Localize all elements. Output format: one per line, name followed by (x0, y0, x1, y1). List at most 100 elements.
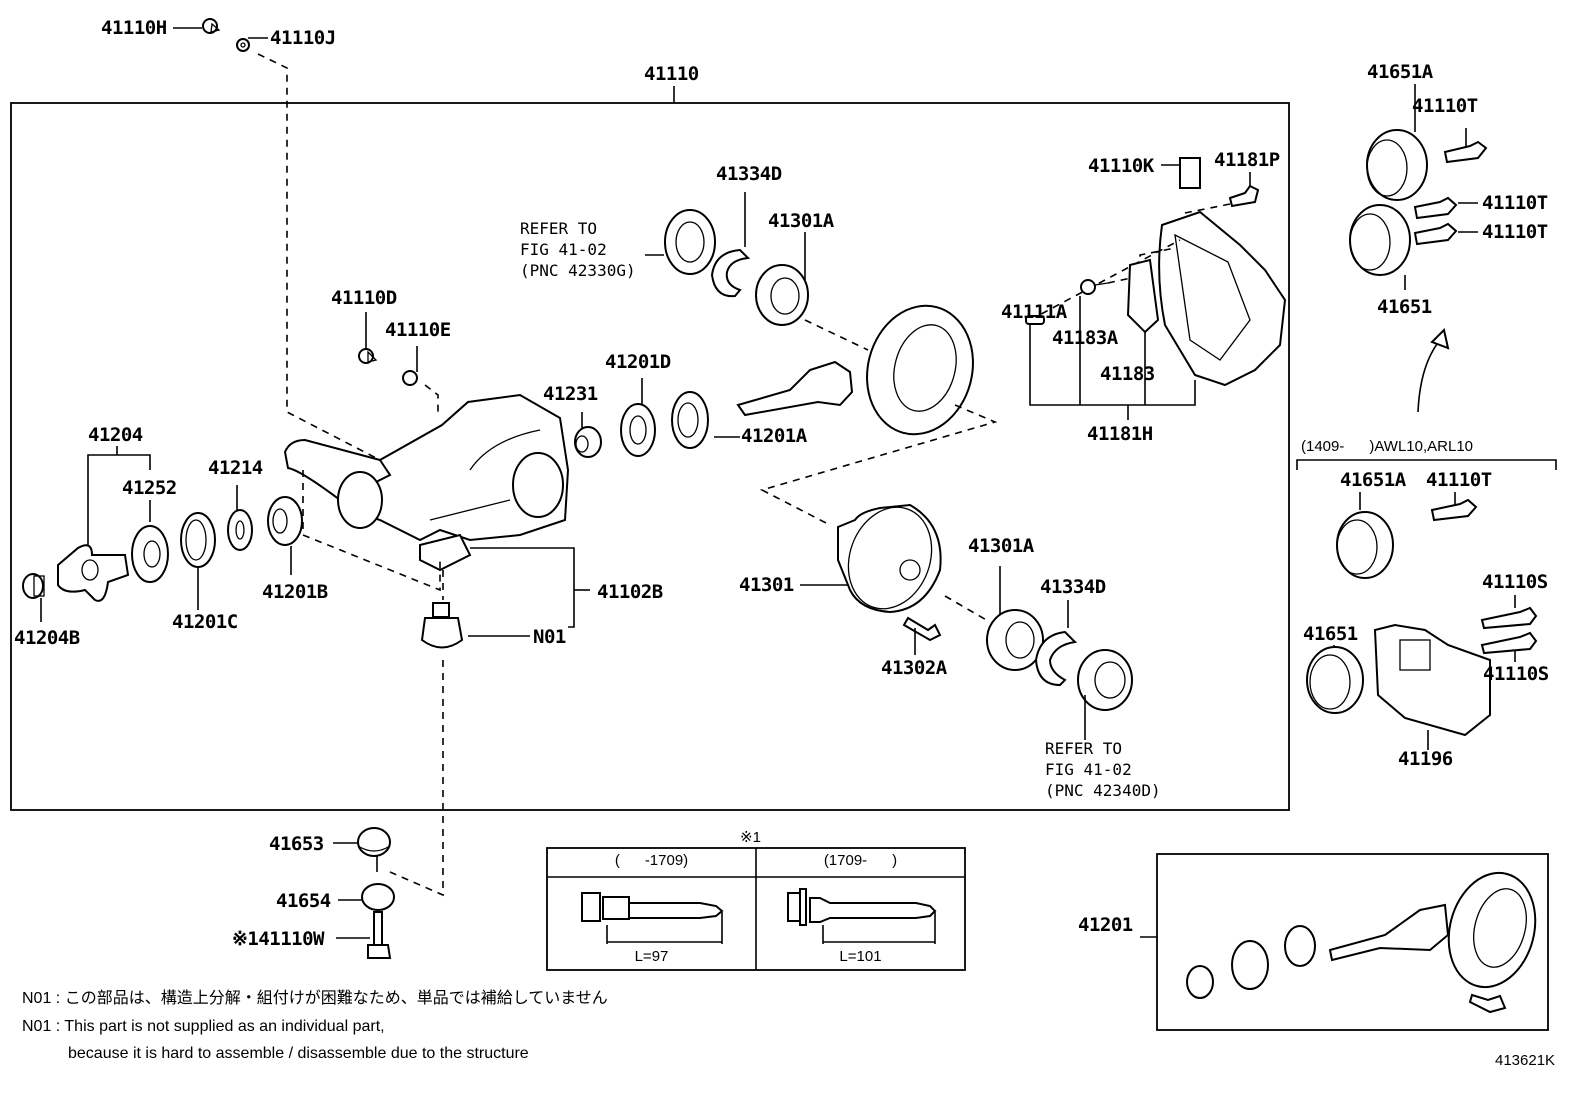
part-label-41302A[interactable]: 41302A (881, 657, 947, 679)
snap-ring-41334D-bot (1034, 630, 1078, 687)
part-label-41110T-3[interactable]: 41110T (1482, 221, 1548, 243)
part-label-41252[interactable]: 41252 (122, 477, 177, 499)
part-label-41201A[interactable]: 41201A (741, 425, 807, 447)
gasket-41183 (1126, 258, 1160, 334)
bolt-41183A (1080, 279, 1109, 295)
variant-header: (1409- )AWL10,ARL10 (1301, 438, 1474, 455)
seal-41252 (131, 525, 169, 583)
note-en-1: N01 : This part is not supplied as an in… (22, 1018, 385, 1035)
rear-cover-41181H (1158, 210, 1287, 387)
part-label-41651A-top[interactable]: 41651A (1367, 61, 1433, 83)
cover-41651-variant (1306, 646, 1364, 714)
pinion-gear (736, 360, 854, 417)
part-label-41201[interactable]: 41201 (1078, 914, 1133, 936)
part-label-N01[interactable]: N01 (533, 626, 566, 648)
bolt-drawing-L101 (787, 888, 937, 944)
part-label-41111A[interactable]: 41111A (1001, 301, 1067, 323)
cushion-41653 (357, 827, 391, 857)
note-jp: N01 : この部品は、構造上分解・組付けが困難なため、単品では補給していません (22, 990, 608, 1007)
refer-note-bottom: REFER TO FIG 41-02 (PNC 42340D) (1045, 739, 1161, 800)
stud-41110D (358, 348, 378, 364)
part-label-41110T-variant[interactable]: 41110T (1426, 469, 1492, 491)
washer-41110E (402, 370, 418, 386)
bolt-table-length-2: L=101 (839, 948, 882, 965)
part-label-41102B[interactable]: 41102B (597, 581, 663, 603)
part-label-41651-top[interactable]: 41651 (1377, 296, 1432, 318)
nut-41204B (22, 573, 45, 599)
bolt-41110W (367, 911, 392, 959)
part-label-41231[interactable]: 41231 (543, 383, 598, 405)
part-label-41181P[interactable]: 41181P (1214, 149, 1280, 171)
bearing-41201A (671, 391, 709, 449)
seal-42340D (1077, 649, 1133, 711)
cover-41651A-top (1366, 129, 1428, 201)
part-label-41110J[interactable]: 41110J (270, 27, 336, 49)
part-label-41110D[interactable]: 41110D (331, 287, 397, 309)
part-label-41196[interactable]: 41196 (1398, 748, 1453, 770)
bolt-table-length-1: L=97 (634, 948, 669, 965)
part-label-41301A-top[interactable]: 41301A (768, 210, 834, 232)
part-label-41204B[interactable]: 41204B (14, 627, 80, 649)
bolt-41302A (902, 616, 942, 642)
assembly-box-41110 (10, 102, 1290, 811)
part-label-41201D[interactable]: 41201D (605, 351, 671, 373)
refer-note-top: REFER TO FIG 41-02 (PNC 42330G) (520, 219, 636, 280)
assembly-label-41110[interactable]: 41110 (644, 63, 699, 85)
part-label-41334D-top[interactable]: 41334D (716, 163, 782, 185)
ring-gear (866, 304, 974, 436)
differential-case-41301 (837, 503, 942, 614)
bearing-41201B (267, 496, 303, 546)
part-label-41334D-bottom[interactable]: 41334D (1040, 576, 1106, 598)
bearing-41201C (180, 512, 216, 568)
part-label-41110S-1[interactable]: 41110S (1482, 571, 1548, 593)
carrier-housing-41110 (283, 393, 570, 572)
note-en-2: because it is hard to assemble / disasse… (68, 1045, 529, 1062)
bolt-41110T-variant (1430, 498, 1478, 522)
part-label-41183[interactable]: 41183 (1100, 363, 1155, 385)
pin-41111A (1025, 315, 1045, 325)
nut-41110H (202, 18, 221, 34)
spacer-41214 (227, 509, 253, 551)
part-label-41110S-2[interactable]: 41110S (1483, 663, 1549, 685)
bushing-N01 (420, 602, 464, 649)
washer-41201D (620, 403, 656, 457)
part-label-41301[interactable]: 41301 (739, 574, 794, 596)
part-label-41204[interactable]: 41204 (88, 424, 143, 446)
part-label-41110E[interactable]: 41110E (385, 319, 451, 341)
part-label-41110T-1[interactable]: 41110T (1412, 95, 1478, 117)
bolt-table-marker: ※1 (740, 829, 761, 846)
cover-41651-top (1349, 204, 1411, 276)
bearing-41301A-top (755, 264, 809, 326)
part-label-41181H[interactable]: 41181H (1087, 423, 1153, 445)
part-label-41110K[interactable]: 41110K (1088, 155, 1154, 177)
part-label-41214[interactable]: 41214 (208, 457, 263, 479)
snap-ring-41334D-top (710, 248, 751, 298)
seal-42330G (664, 209, 716, 275)
part-label-41653[interactable]: 41653 (269, 833, 324, 855)
part-label-41301A-bottom[interactable]: 41301A (968, 535, 1034, 557)
bolt-41110S-1 (1480, 606, 1538, 630)
bolt-41110S-2 (1480, 631, 1538, 655)
bolt-41110T-3 (1413, 222, 1458, 246)
bolt-table-period-1: ( -1709) (614, 852, 689, 869)
part-label-41201C[interactable]: 41201C (172, 611, 238, 633)
part-label-41110W[interactable]: ※141110W (232, 928, 325, 950)
part-label-41183A[interactable]: 41183A (1052, 327, 1118, 349)
cover-41651A-variant (1336, 511, 1394, 579)
washer-41110J (236, 38, 250, 52)
breather-41110K (1179, 157, 1201, 189)
part-label-41201B[interactable]: 41201B (262, 581, 328, 603)
part-label-41654[interactable]: 41654 (276, 890, 331, 912)
kit-parts (1186, 871, 1537, 1014)
part-label-41651A-variant[interactable]: 41651A (1340, 469, 1406, 491)
part-label-41651-variant[interactable]: 41651 (1303, 623, 1358, 645)
figure-id: 413621K (1495, 1052, 1556, 1069)
part-label-41110T-2[interactable]: 41110T (1482, 192, 1548, 214)
flange-41204 (57, 544, 130, 602)
bolt-41110T-1 (1443, 140, 1488, 164)
bearing-41301A-bot (986, 609, 1044, 671)
spacer-41231 (574, 426, 602, 458)
part-label-41110H[interactable]: 41110H (101, 17, 167, 39)
